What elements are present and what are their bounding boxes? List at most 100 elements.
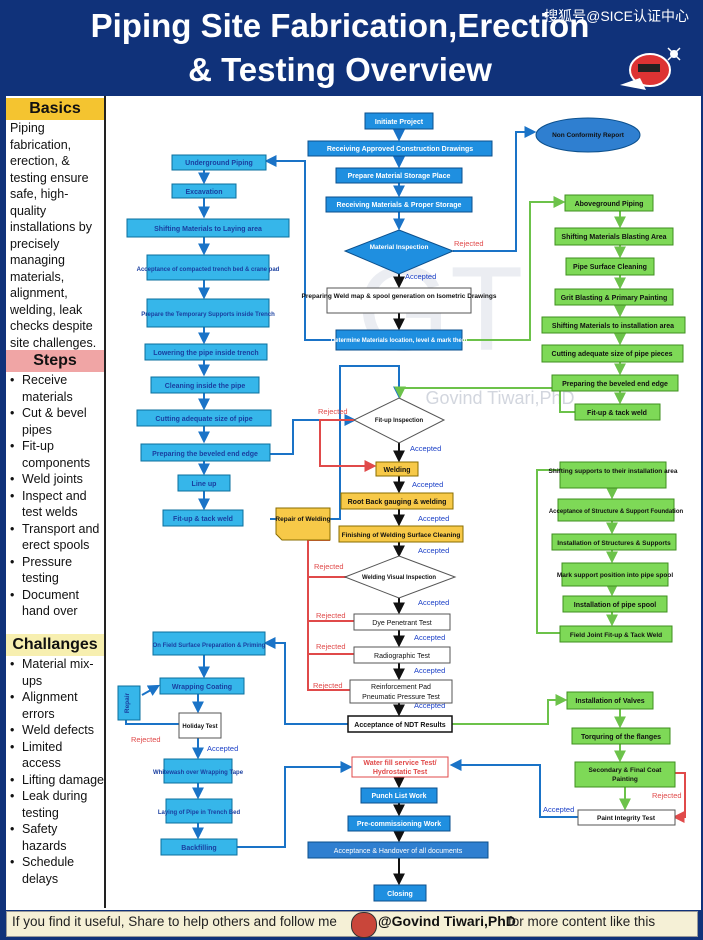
grit-box	[554, 288, 674, 306]
prepare-supports-box	[146, 298, 270, 328]
install-spool-box	[562, 595, 668, 613]
precomm-box	[347, 815, 451, 832]
beveled-right-label: Preparing the beveled end edge	[562, 381, 668, 388]
wrapping-label: Wrapping Coating	[172, 684, 232, 691]
blasting-area-label: Shifting Materials Blasting Area	[561, 234, 666, 241]
rejected-label: Rejected	[454, 239, 484, 248]
list-item: Pressure testing	[10, 554, 104, 587]
dye-label: Dye Penetrant Test	[372, 620, 431, 627]
determine-box	[335, 329, 463, 351]
welder-icon	[620, 47, 681, 90]
top-watermark: 搜狐号@SICE认证中心	[544, 8, 689, 24]
cutting-pieces-box	[541, 344, 684, 363]
secondary-coat-label-2: Painting	[612, 776, 638, 783]
list-item: Material mix-ups	[10, 656, 104, 689]
grit-label: Grit Blasting & Primary Painting	[561, 295, 668, 302]
list-item: Receive materials	[10, 372, 104, 405]
accepted-label: Accepted	[414, 701, 445, 710]
underground-label: Underground Piping	[185, 160, 253, 167]
rejected-label: Rejected	[318, 407, 348, 416]
rejected-label: Rejected	[316, 611, 346, 620]
punch-label: Punch List Work	[371, 793, 426, 800]
receiving-materials-label: Receiving Materials & Proper Storage	[337, 202, 462, 209]
shifting-laying-label: Shifting Materials to Laying area	[154, 226, 262, 233]
radio-box	[353, 646, 451, 664]
fitup-tack-label: Fit-up & tack weld	[173, 516, 233, 523]
valves-label: Installation of Valves	[575, 698, 644, 705]
install-structures-box	[551, 533, 677, 551]
acceptance-structure-box	[557, 498, 675, 522]
reinforcement-box	[349, 679, 453, 704]
storage-place-label: Prepare Material Storage Place	[348, 173, 451, 180]
acceptance-ndt-box	[347, 715, 453, 733]
footer-share-text: If you find it useful, Share to help oth…	[12, 914, 337, 929]
fitup-tack-box	[162, 509, 244, 527]
weld-map-box	[326, 287, 472, 314]
footer-author-link[interactable]: @Govind Tiwari,PhD	[378, 913, 516, 929]
root-back-label: Root Back gauging & welding	[348, 499, 447, 506]
weld-map-label: Preparing Weld map & spool generation on…	[302, 293, 497, 300]
accepted-label: Accepted	[414, 633, 445, 642]
repair-welding-box	[275, 507, 331, 541]
accepted-label: Accepted	[418, 546, 449, 555]
shifting-supports-box	[559, 461, 667, 489]
receiving-materials-box	[325, 196, 473, 213]
reinforcement-label-2: Pneumatic Pressure Test	[362, 694, 440, 701]
cutting-label: Cutting adequate size of pipe	[155, 416, 252, 423]
radio-label: Radiographic Test	[374, 653, 430, 660]
cleaning-box	[150, 376, 260, 394]
determine-label: Determine Materials location, level & ma…	[331, 338, 467, 344]
accepted-label: Accepted	[207, 744, 238, 753]
receiving-drawings-box	[307, 140, 493, 157]
rejected-label: Rejected	[131, 735, 161, 744]
closing-box	[373, 884, 427, 902]
fitup-inspection-diamond	[352, 397, 446, 444]
blasting-area-box	[554, 227, 674, 246]
material-inspection-diamond	[343, 229, 455, 275]
finishing-label: Finishing of Welding Surface Cleaning	[342, 532, 461, 539]
underground-box	[171, 154, 267, 171]
aboveground-box	[564, 194, 654, 212]
challenges-heading: Challanges	[6, 634, 104, 656]
handover-label: Acceptance & Handover of all documents	[334, 848, 463, 855]
material-inspection-label: Material Inspection	[370, 244, 429, 251]
list-item: Inspect and test welds	[10, 488, 104, 521]
handover-box	[307, 841, 489, 859]
steps-heading: Steps	[6, 350, 104, 372]
list-item: Alignment errors	[10, 689, 104, 722]
shifting-laying-box	[126, 218, 290, 238]
install-structures-label: Installation of Structures & Supports	[557, 540, 671, 547]
repair-label: Repair	[124, 692, 131, 713]
water-fill-label-2: Hydrostatic Test	[373, 769, 428, 776]
line-up-label: Line up	[192, 481, 217, 488]
list-item: Safety hazards	[10, 821, 104, 854]
reinforcement-label-1: Reinforcement Pad	[371, 684, 431, 691]
beveled-right-box	[551, 374, 679, 392]
repair-welding-label: Repair of Welding	[275, 516, 330, 523]
whitewash-label: Whitewash over Wrapping Tape	[153, 770, 244, 776]
weld-visual-label: Welding Visual Inspection	[362, 575, 436, 581]
field-surface-box	[152, 631, 266, 656]
holiday-box	[178, 712, 222, 739]
fitup-inspection-label: Fit-up Inspection	[375, 418, 424, 424]
whitewash-box	[163, 758, 233, 784]
list-item: Document hand over	[10, 587, 104, 620]
shifting-install-label: Shifting Materials to installation area	[552, 323, 674, 330]
line-up-box	[177, 474, 231, 492]
lowering-label: Lowering the pipe inside trench	[153, 350, 258, 357]
beveled-box	[140, 443, 271, 462]
list-item: Lifting damage	[10, 772, 104, 789]
weld-visual-diamond	[343, 555, 457, 599]
flowchart: GT Govind Tiwari,PhD	[117, 112, 686, 902]
lowering-box	[144, 343, 268, 361]
left-column: Basics Piping fabrication, erection, & t…	[6, 96, 106, 908]
footer-more-text: for more content like this	[508, 914, 656, 929]
ncr-label: Non Conformity Report	[552, 132, 625, 139]
repair-box	[117, 685, 141, 721]
accepted-label: Accepted	[418, 598, 449, 607]
list-item: Weld defects	[10, 722, 104, 739]
storage-place-box	[335, 167, 463, 184]
cutting-pieces-label: Cutting adequate size of pipe pieces	[552, 351, 673, 358]
accepted-label: Accepted	[418, 514, 449, 523]
acceptance-structure-label: Acceptance of Structure & Support Founda…	[549, 509, 684, 515]
